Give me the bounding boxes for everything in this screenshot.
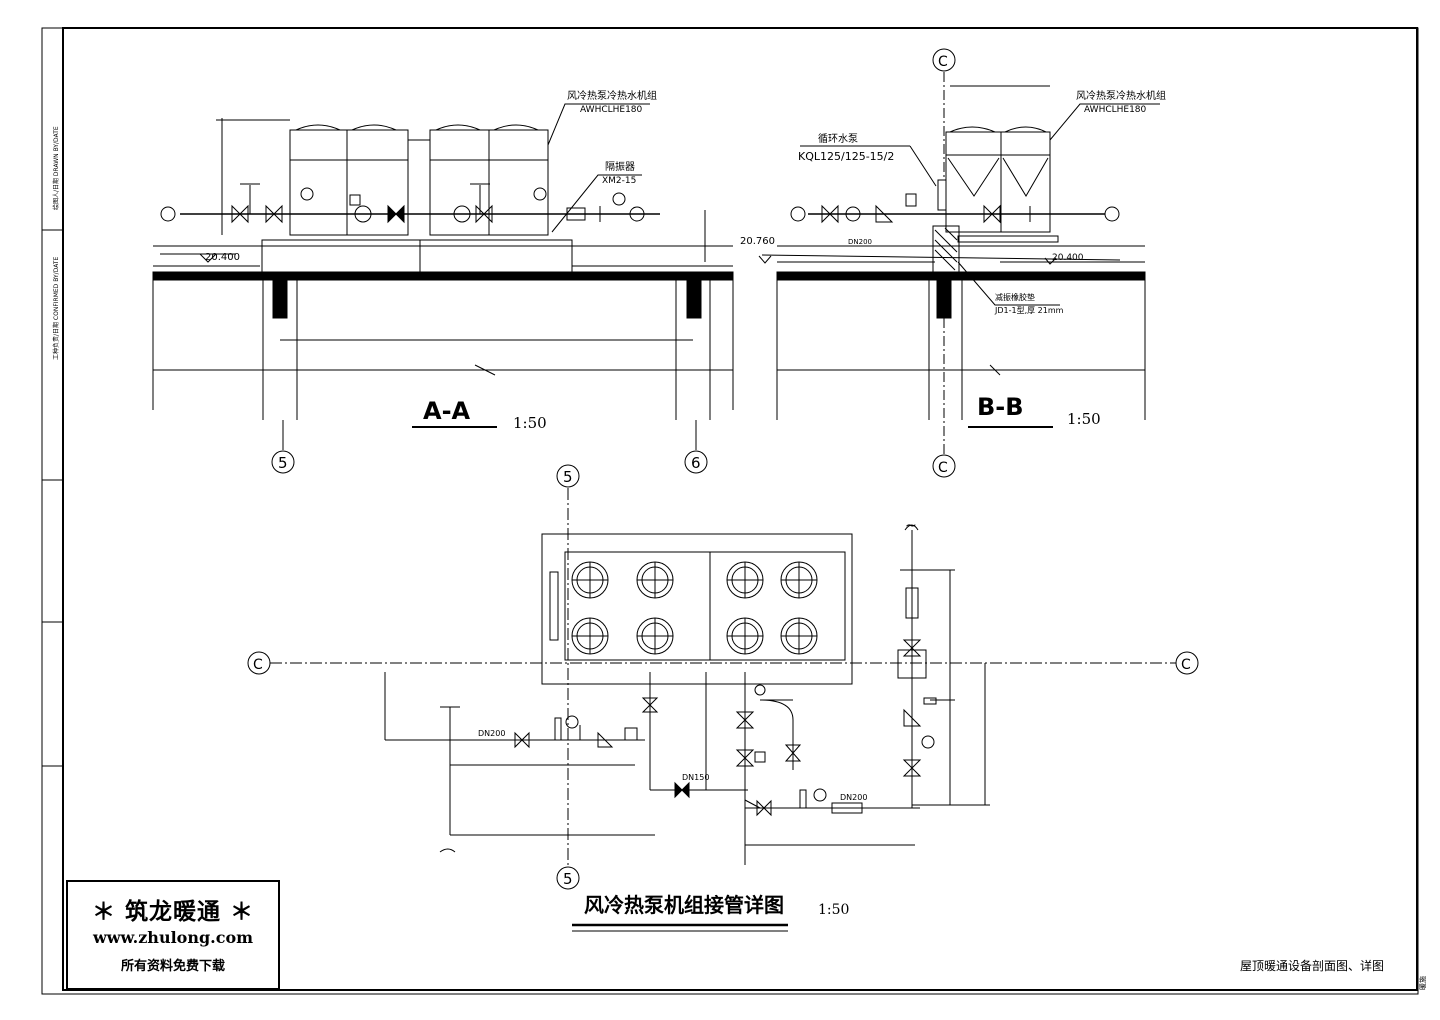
- pump-model: KQL125/125-15/2: [798, 150, 894, 163]
- axis-5-label-bottom: 5: [563, 870, 573, 888]
- elev-left-a: 20.400: [205, 252, 240, 263]
- section-b-scale: 1:50: [1067, 410, 1101, 428]
- axis-c-label-right: C: [1181, 657, 1191, 673]
- sheet-title: 屋顶暖通设备剖面图、详图: [1240, 959, 1385, 973]
- axis-c-label-left: C: [253, 657, 263, 673]
- isolator-label: 隔振器: [605, 160, 635, 173]
- pad-spec: JD1-1型,厚 21mm: [994, 306, 1064, 315]
- axis-bubble-5-top: [556, 464, 580, 488]
- fan-icons: [571, 561, 818, 655]
- section-a-a: [152, 103, 734, 474]
- stamp-slogan: 所有资料免费下载: [120, 959, 225, 974]
- inner-frame: [62, 27, 1418, 991]
- stamp-brand: ＊ 筑龙暖通 ＊: [91, 898, 254, 925]
- unit-model-b: AWHCLHE180: [1084, 105, 1147, 115]
- plan-scale: 1:50: [818, 902, 849, 918]
- side-label-drawn: 绘图人/日期 DRAWN BY/DATE: [52, 126, 60, 210]
- section-a-scale: 1:50: [513, 414, 547, 432]
- axis-5-label-a: 5: [278, 454, 288, 472]
- pipe-dn200-a: DN200: [478, 729, 505, 738]
- axis-bubble-c-left: [247, 651, 271, 675]
- axis-bubble-5-a: [271, 450, 295, 474]
- elev-right-b: 20.400: [1052, 253, 1084, 263]
- axis-c-label-bottom: C: [938, 460, 948, 476]
- side-label-confirmed: 工种负责/日期 CONFIRMED BY/DATE: [52, 256, 60, 360]
- pad-label: 减振橡胶垫: [995, 292, 1035, 302]
- zhulong-stamp: ＊ 筑龙暖通 ＊ www.zhulong.com 所有资料免费下载: [66, 880, 280, 990]
- pipe-dn200-b: DN200: [840, 793, 867, 802]
- axis-bubble-5-bottom: [556, 866, 580, 890]
- outer-frame: [41, 27, 1419, 995]
- isolator-model: XM2-15: [602, 176, 636, 186]
- axis-5-label-top: 5: [563, 468, 573, 486]
- unit-label-b: 风冷热泵冷热水机组: [1076, 89, 1166, 102]
- pipe-dn150: DN150: [682, 773, 709, 782]
- axis-bubble-c-top: [932, 48, 956, 72]
- plan-detail: [247, 464, 1199, 932]
- axis-6-label-a: 6: [691, 454, 701, 472]
- axis-bubble-6-a: [684, 450, 708, 474]
- pump-label: 循环水泵: [818, 132, 858, 145]
- stamp-url: www.zhulong.com: [92, 928, 254, 947]
- section-a-title: A-A: [423, 397, 471, 425]
- axis-c-label-top: C: [938, 54, 948, 70]
- sheet-number: 暖施: [1418, 976, 1427, 990]
- plan-title: 风冷热泵机组接管详图: [584, 893, 784, 917]
- section-b-b: [758, 48, 1160, 478]
- elev-top-b: 20.760: [740, 236, 775, 247]
- axis-bubble-c-bottom: [932, 454, 956, 478]
- pipe-dn-b: DN200: [848, 238, 872, 246]
- section-b-title: B-B: [977, 393, 1024, 421]
- unit-label-a: 风冷热泵冷热水机组: [567, 89, 657, 102]
- axis-bubble-c-right: [1175, 651, 1199, 675]
- break-mark: ~: [905, 518, 917, 534]
- unit-model-a: AWHCLHE180: [580, 105, 643, 115]
